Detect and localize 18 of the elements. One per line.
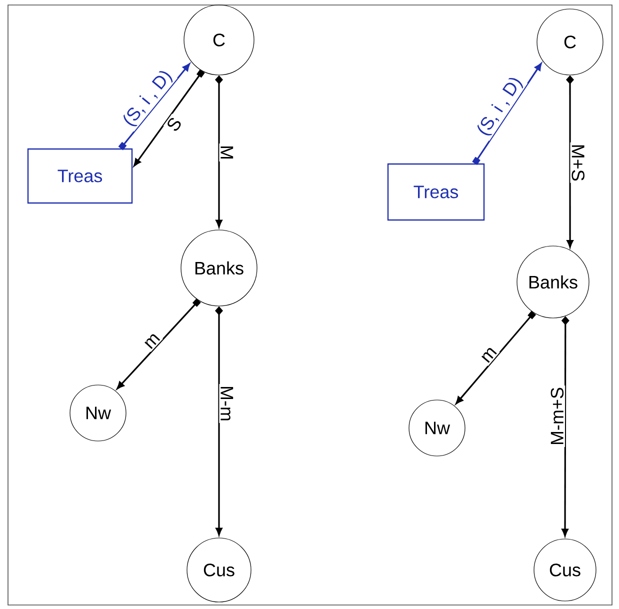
circle-node: Cus (186, 538, 252, 602)
circle-node: Nw (408, 400, 466, 456)
circle-node: C (184, 4, 254, 76)
edge-label: m (142, 330, 164, 352)
circle-node: Nw (70, 384, 126, 442)
edge-label: M (219, 144, 235, 162)
circle-node: C (536, 8, 604, 76)
edge-label: m (478, 344, 500, 366)
edge-label: M-m+S (549, 386, 566, 448)
circle-node: Cus (534, 538, 596, 602)
edge-label: (S, i , D) (472, 72, 528, 141)
edge-label: M+S (570, 142, 586, 183)
box: Treas (27, 148, 133, 204)
circle-node: Banks (516, 246, 590, 318)
edge-label: M-m (219, 384, 235, 423)
box: Treas (387, 163, 485, 221)
circle-node: Banks (180, 230, 258, 306)
edge-label: S (163, 114, 185, 135)
